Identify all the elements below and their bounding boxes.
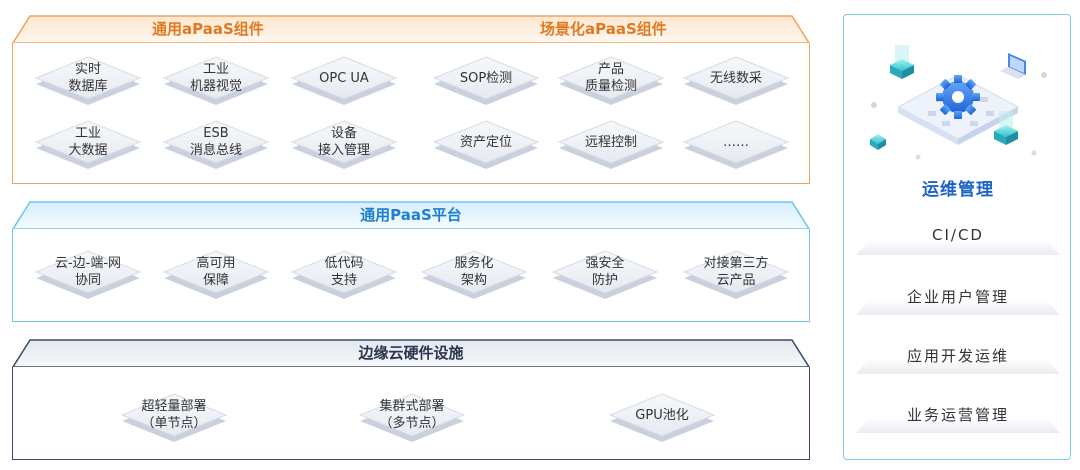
tile-third-party-cloud[interactable]: 对接第三方云产品 — [680, 249, 792, 305]
tile-label: 工业 — [74, 126, 101, 141]
generic-apaas-title: 通用aPaaS组件 — [152, 20, 264, 38]
tile-label: 云-边-端-网 — [54, 256, 122, 271]
tile-opc-ua[interactable]: OPC UA — [288, 55, 400, 111]
apaas-panel — [12, 43, 810, 184]
tile-lightweight-deploy[interactable]: 超轻量部署 （单节点） — [118, 392, 230, 448]
tile-label: 支持 — [330, 273, 357, 288]
tile-label: 机器视觉 — [189, 79, 242, 94]
tile-label: 消息总线 — [189, 143, 242, 158]
tile-label: GPU池化 — [635, 407, 689, 423]
tile-label: 保障 — [202, 273, 229, 288]
paas-title: 通用PaaS平台 — [360, 206, 462, 224]
tile-label: 协同 — [74, 273, 101, 288]
tile-label: SOP检测 — [459, 70, 513, 86]
tile-label: 云产品 — [716, 273, 756, 288]
tile-strong-security[interactable]: 强安全防护 — [549, 249, 661, 305]
ops-item-cicd[interactable]: CI/CD — [856, 221, 1060, 261]
ops-item-app-devops[interactable]: 应用开发运维 — [856, 340, 1060, 380]
tile-more[interactable]: …… — [680, 119, 792, 175]
tile-service-arch[interactable]: 服务化架构 — [418, 249, 530, 305]
ops-item-label: 企业用户管理 — [906, 288, 1009, 306]
tile-cluster-deploy[interactable]: 集群式部署 （多节点） — [356, 392, 468, 448]
tile-label: 大数据 — [68, 143, 108, 158]
tile-remote-control[interactable]: 远程控制 — [555, 119, 667, 175]
tile-label: 接入管理 — [317, 143, 370, 158]
ops-panel: 运维管理 CI/CD 企业用户管理 应用开发运维 业务运营管理 — [843, 14, 1071, 460]
tile-machine-vision[interactable]: 工业机器视觉 — [160, 55, 272, 111]
ops-illustration — [858, 35, 1058, 167]
tile-quality-check[interactable]: 产品质量检测 — [555, 55, 667, 111]
ops-item-business-ops[interactable]: 业务运营管理 — [856, 399, 1060, 439]
tile-label: 架构 — [460, 273, 487, 288]
tile-label: 设备 — [330, 126, 357, 141]
tile-label: 产品 — [597, 62, 624, 77]
tile-label: 资产定位 — [459, 134, 512, 150]
tile-industrial-bigdata[interactable]: 工业大数据 — [32, 119, 144, 175]
scenario-apaas-title: 场景化aPaaS组件 — [540, 20, 667, 38]
ops-item-enterprise-user[interactable]: 企业用户管理 — [856, 281, 1060, 321]
tile-label: 强安全 — [585, 256, 625, 271]
tile-label: 无线数采 — [709, 70, 762, 86]
tile-label: 防护 — [591, 273, 618, 288]
tile-label: ESB — [203, 126, 229, 141]
tile-high-availability[interactable]: 高可用保障 — [160, 249, 272, 305]
tile-label: 数据库 — [68, 79, 108, 94]
tile-label: OPC UA — [319, 70, 369, 86]
hardware-title: 边缘云硬件设施 — [358, 344, 464, 362]
hardware-header: 边缘云硬件设施 — [12, 338, 810, 368]
tile-label: 对接第三方 — [703, 256, 769, 271]
tile-realtime-db[interactable]: 实时数据库 — [32, 55, 144, 111]
tile-label: 实时 — [74, 62, 101, 77]
ops-item-label: CI/CD — [932, 226, 984, 244]
tile-device-access[interactable]: 设备接入管理 — [288, 119, 400, 175]
tile-label: 低代码 — [324, 256, 364, 271]
ops-item-label: 业务运营管理 — [906, 406, 1009, 424]
tile-asset-location[interactable]: 资产定位 — [430, 119, 542, 175]
tile-esb[interactable]: ESB 消息总线 — [160, 119, 272, 175]
tile-label: 超轻量部署 — [141, 399, 207, 414]
tile-cloud-edge-collab[interactable]: 云-边-端-网协同 — [32, 249, 144, 305]
tile-label: 集群式部署 — [379, 399, 445, 414]
tile-label: 远程控制 — [584, 134, 637, 150]
ops-title: 运维管理 — [922, 180, 994, 200]
apaas-header: 通用aPaaS组件 场景化aPaaS组件 — [12, 14, 810, 44]
tile-label: 高可用 — [196, 256, 236, 271]
tile-label: （单节点） — [141, 416, 207, 431]
ops-item-label: 应用开发运维 — [906, 347, 1009, 365]
tile-label: 质量检测 — [584, 79, 637, 94]
tile-low-code[interactable]: 低代码支持 — [288, 249, 400, 305]
tile-label: 工业 — [202, 62, 229, 77]
tile-sop-check[interactable]: SOP检测 — [430, 55, 542, 111]
tile-label: （多节点） — [379, 416, 445, 431]
paas-header: 通用PaaS平台 — [12, 200, 810, 230]
tile-wireless-acq[interactable]: 无线数采 — [680, 55, 792, 111]
tile-label: 服务化 — [454, 256, 494, 271]
tile-gpu-pooling[interactable]: GPU池化 — [606, 392, 718, 448]
paas-panel — [12, 229, 810, 322]
tile-label: …… — [723, 134, 749, 150]
